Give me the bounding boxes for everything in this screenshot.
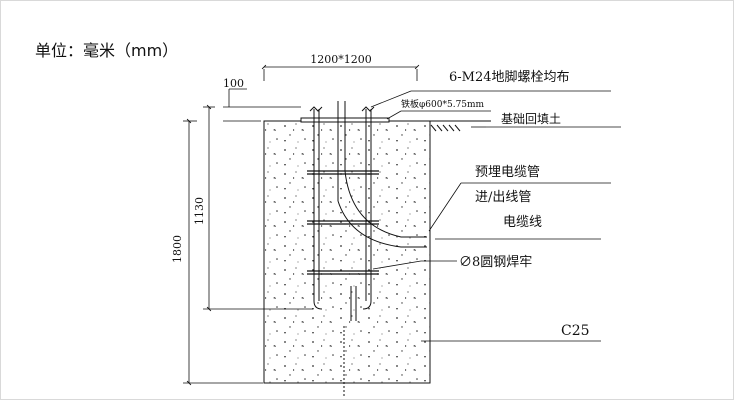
dim-embed-depth-label: 1130 bbox=[193, 197, 206, 225]
dim-total-height bbox=[183, 118, 263, 386]
dim-top-width-label: 1200*1200 bbox=[310, 53, 372, 66]
callout-rebar-ring: ∅8圆钢焊牢 bbox=[459, 254, 532, 270]
dim-top-width bbox=[261, 64, 420, 81]
callout-buried-conduit: 预埋电缆管 bbox=[475, 164, 540, 180]
dim-top-offset-label: 100 bbox=[223, 77, 244, 90]
dim-total-height-label: 1800 bbox=[171, 235, 184, 263]
rebar-rings bbox=[307, 170, 379, 275]
backfill-soil bbox=[430, 120, 491, 132]
dim-embed-depth bbox=[203, 104, 313, 312]
cable-conduit bbox=[337, 101, 427, 396]
callout-concrete-grade: C25 bbox=[561, 323, 590, 339]
callout-steel-plate: 铁板φ600*5.75mm bbox=[401, 98, 485, 110]
callout-backfill: 基础回填土 bbox=[501, 112, 561, 126]
leader-lines bbox=[370, 90, 621, 342]
callout-anchor-bolts: 6-M24地脚螺栓均布 bbox=[449, 69, 570, 85]
callout-cable: 电缆线 bbox=[503, 214, 542, 230]
dim-top-offset bbox=[223, 88, 301, 122]
concrete-foundation-block bbox=[263, 120, 431, 384]
unit-label: 单位：毫米（mm） bbox=[35, 41, 179, 60]
callout-in-out-conduit: 进/出线管 bbox=[475, 190, 531, 205]
anchor-bolts bbox=[309, 106, 375, 310]
